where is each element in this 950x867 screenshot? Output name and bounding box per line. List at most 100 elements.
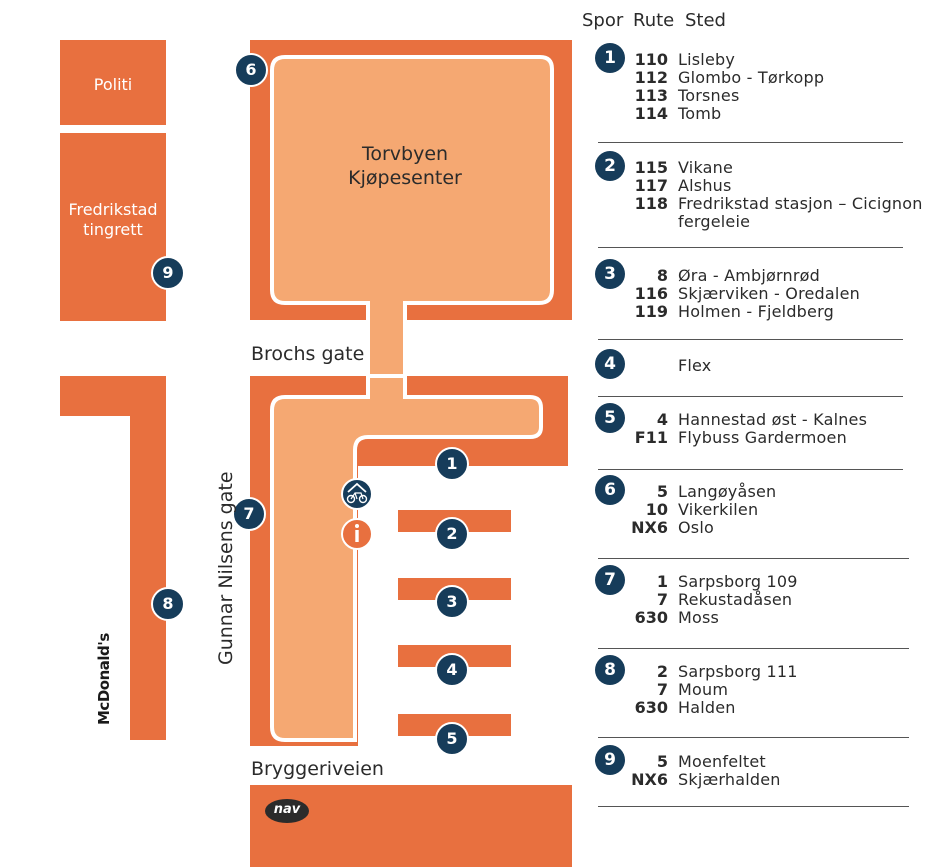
map-badge-label-4: 4	[446, 660, 458, 679]
spor-badge-6: 6	[595, 475, 625, 505]
nav-logo-oval	[265, 799, 309, 823]
destination: Holmen - Fjeldberg	[678, 302, 834, 321]
stop-badge-1-marker	[435, 447, 469, 481]
destination: Torsnes	[678, 86, 740, 105]
destination: Moss	[678, 608, 720, 627]
destination: Alshus	[678, 176, 732, 195]
rute-number: 116	[634, 284, 668, 303]
rute-number: NX6	[631, 518, 668, 537]
spor-badge-3: 3	[595, 259, 625, 289]
nav-block	[250, 785, 572, 867]
map-badge-label-5: 5	[446, 729, 458, 748]
stop-badge-8-marker	[151, 587, 185, 621]
destination: Hannestad øst - Kalnes	[678, 410, 868, 429]
destination: Flybuss Gardermoen	[678, 428, 847, 447]
mall-label: Torvbyen Kjøpesenter	[348, 143, 462, 189]
rute-number: 1	[656, 572, 668, 591]
destination: Flex	[678, 356, 712, 375]
destination: fergeleie	[678, 212, 751, 231]
destination: Tomb	[678, 104, 722, 123]
map-badge-label-7: 7	[243, 504, 255, 523]
bike-parking-icon	[341, 478, 373, 510]
stop-badge-5-marker	[435, 722, 469, 756]
map-badge-label-2: 2	[446, 524, 458, 543]
politi-label: Politi	[93, 75, 133, 94]
spor-badge-9: 9	[595, 745, 625, 775]
header-spor: Spor	[582, 10, 624, 31]
row-divider	[598, 737, 909, 738]
rute-number: 114	[634, 104, 668, 123]
spor-badge-8: 8	[595, 655, 625, 685]
destination: Fredrikstad stasjon – Cicignon	[678, 194, 923, 213]
map-badge-label-9: 9	[162, 263, 174, 282]
row-divider	[598, 558, 909, 559]
stop-badge-6-marker	[234, 53, 268, 87]
stop-badge-2-marker	[435, 517, 469, 551]
stop-badge-4-marker	[435, 653, 469, 687]
map-stop-badges	[151, 53, 469, 756]
rute-number: 7	[656, 590, 668, 609]
rute-number: 112	[634, 68, 668, 87]
info-icon	[341, 518, 373, 550]
politi-block	[60, 40, 166, 125]
rute-number: 630	[634, 698, 668, 717]
rute-number: 5	[656, 482, 668, 501]
destination: Glombo - Tørkopp	[678, 68, 825, 87]
map-badge-label-1: 1	[446, 454, 458, 473]
tingrett-block	[60, 133, 166, 321]
row-divider	[598, 396, 903, 397]
rute-number: 118	[634, 194, 668, 213]
destination: Øra - Ambjørnrød	[678, 266, 821, 285]
spor-badge-2: 2	[595, 151, 625, 181]
map-badge-label-6: 6	[245, 60, 257, 79]
rute-number: 630	[634, 608, 668, 627]
rute-number: 5	[656, 752, 668, 771]
destination: Vikane	[678, 158, 734, 177]
rute-number: 8	[656, 266, 668, 285]
mcdonalds-logo: McDonald's	[95, 633, 113, 725]
spor-badge-1: 1	[595, 43, 625, 73]
rute-number: 4	[656, 410, 668, 429]
rute-number: 110	[634, 50, 668, 69]
rute-number: 119	[634, 302, 668, 321]
destination: Skjærhalden	[678, 770, 781, 789]
map-badge-label-3: 3	[446, 592, 458, 611]
row-divider	[598, 806, 909, 807]
rute-number: NX6	[631, 770, 668, 789]
rute-number: 7	[656, 680, 668, 699]
row-divider	[598, 339, 903, 340]
destination: Sarpsborg 109	[678, 572, 798, 591]
street-brochs-gate: Brochs gate	[251, 343, 365, 365]
tingrett-label: Fredrikstad tingrett	[68, 200, 158, 239]
street-gunnar-nilsens-gate: Gunnar Nilsens gate	[215, 471, 237, 665]
route-row-4: 4 Flex	[595, 349, 915, 389]
header-sted: Sted	[685, 10, 726, 31]
row-divider	[598, 247, 903, 248]
destination: Moum	[678, 680, 729, 699]
destination: Lisleby	[678, 50, 736, 69]
row-divider	[598, 142, 903, 143]
route-row-1: 1 110 Lisleby 112 Glombo - Tørkopp 113 Tors…	[595, 43, 915, 143]
stop-badge-3-marker	[435, 585, 469, 619]
destination: Oslo	[678, 518, 714, 537]
destination: Halden	[678, 698, 736, 717]
row-divider	[598, 469, 903, 470]
rute-number: 10	[645, 500, 668, 519]
rute-number: 113	[634, 86, 668, 105]
nav-logo: nav	[273, 802, 301, 817]
header-rute: Rute	[633, 10, 675, 31]
rute-number: 2	[656, 662, 668, 681]
destination: Langøyåsen	[678, 482, 777, 501]
stop-badge-7-marker	[232, 497, 266, 531]
rute-number: 115	[634, 158, 668, 177]
rute-number: F11	[634, 428, 668, 447]
spor-badge-7: 7	[595, 565, 625, 595]
route-row-8: 8 2 Sarpsborg 111 7 Moum 630 Halden	[595, 655, 915, 735]
destination: Sarpsborg 111	[678, 662, 798, 681]
